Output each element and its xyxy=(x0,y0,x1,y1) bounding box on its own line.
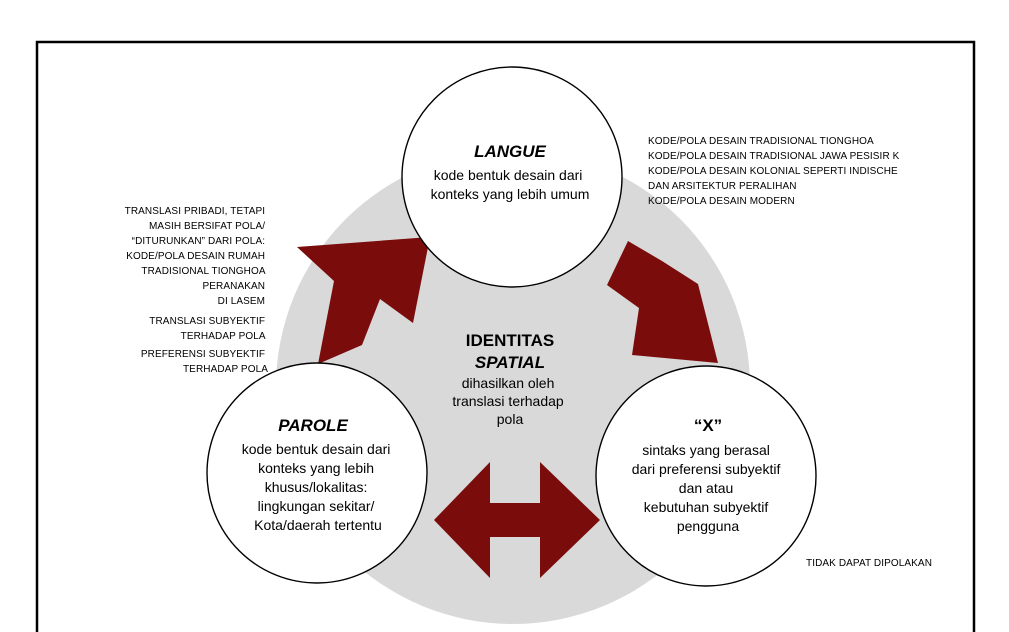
center-line: translasi terhadap xyxy=(452,393,564,409)
note-line: TERHADAP POLA xyxy=(183,364,268,375)
parole-title: PAROLE xyxy=(278,416,348,435)
center-title: IDENTITAS xyxy=(466,331,554,350)
parole-line: konteks yang lebih xyxy=(258,460,374,476)
arrow-langue-parole xyxy=(297,237,430,364)
center-line: dihasilkan oleh xyxy=(462,375,555,391)
x-line: pengguna xyxy=(677,518,740,534)
langue-line: konteks yang lebih umum xyxy=(431,186,590,202)
note-line: DAN ARSITEKTUR PERALIHAN xyxy=(648,181,797,192)
langue-title: LANGUE xyxy=(474,142,546,161)
note-line: KODE/POLA DESAIN TRADISIONAL JAWA PESISI… xyxy=(648,151,900,162)
note-bottom-right: TIDAK DAPAT DIPOLAKAN xyxy=(806,558,932,569)
note-line: TRADISIONAL TIONGHOA xyxy=(141,266,265,277)
parole-line: Kota/daerah tertentu xyxy=(254,517,382,533)
parole-circle xyxy=(206,362,428,584)
note-line: “DITURUNKAN” DARI POLA: xyxy=(132,236,265,247)
parole-text: kode bentuk desain dari konteks yang leb… xyxy=(242,441,395,533)
center-subtitle: SPATIAL xyxy=(475,353,545,372)
langue-circle xyxy=(401,66,623,288)
x-line: sintaks yang berasal xyxy=(642,442,770,458)
arrow-langue-x xyxy=(607,241,718,363)
note-line: KODE/POLA DESAIN TRADISIONAL TIONGHOA xyxy=(648,136,874,147)
x-line: kebutuhan subyektif xyxy=(644,499,769,515)
arrow-parole-x xyxy=(434,462,600,578)
x-text: sintaks yang berasal dari preferensi sub… xyxy=(632,442,785,534)
parole-line: khusus/lokalitas: xyxy=(265,479,368,495)
center-text: dihasilkan oleh translasi terhadap pola xyxy=(452,375,567,427)
note-line: KODE/POLA DESAIN MODERN xyxy=(648,196,795,207)
note-line: TERHADAP POLA xyxy=(181,331,266,342)
x-circle xyxy=(595,365,817,587)
note-line: DI LASEM xyxy=(218,296,265,307)
note-line: KODE/POLA DESAIN RUMAH xyxy=(126,251,265,262)
note-left: TRANSLASI PRIBADI, TETAPI MASIH BERSIFAT… xyxy=(125,206,269,375)
note-line: TRANSLASI SUBYEKTIF xyxy=(149,316,265,327)
parole-line: kode bentuk desain dari xyxy=(242,441,391,457)
langue-text: kode bentuk desain dari konteks yang leb… xyxy=(431,167,590,202)
diagram-frame xyxy=(35,40,976,632)
note-line: MASIH BERSIFAT POLA/ xyxy=(149,221,265,232)
note-line: PREFERENSI SUBYEKTIF xyxy=(141,349,265,360)
note-line: PERANAKAN xyxy=(203,281,266,292)
note-top-right: KODE/POLA DESAIN TRADISIONAL TIONGHOA KO… xyxy=(648,136,902,207)
note-line: KODE/POLA DESAIN KOLONIAL SEPERTI INDISC… xyxy=(648,166,898,177)
note-line: TRANSLASI PRIBADI, TETAPI xyxy=(125,206,266,217)
center-line: pola xyxy=(497,411,524,427)
x-line: dari preferensi subyektif xyxy=(632,461,781,477)
x-line: dan atau xyxy=(679,480,734,496)
parole-line: lingkungan sekitar/ xyxy=(258,498,375,514)
x-title: “X” xyxy=(694,416,722,435)
langue-line: kode bentuk desain dari xyxy=(434,167,583,183)
